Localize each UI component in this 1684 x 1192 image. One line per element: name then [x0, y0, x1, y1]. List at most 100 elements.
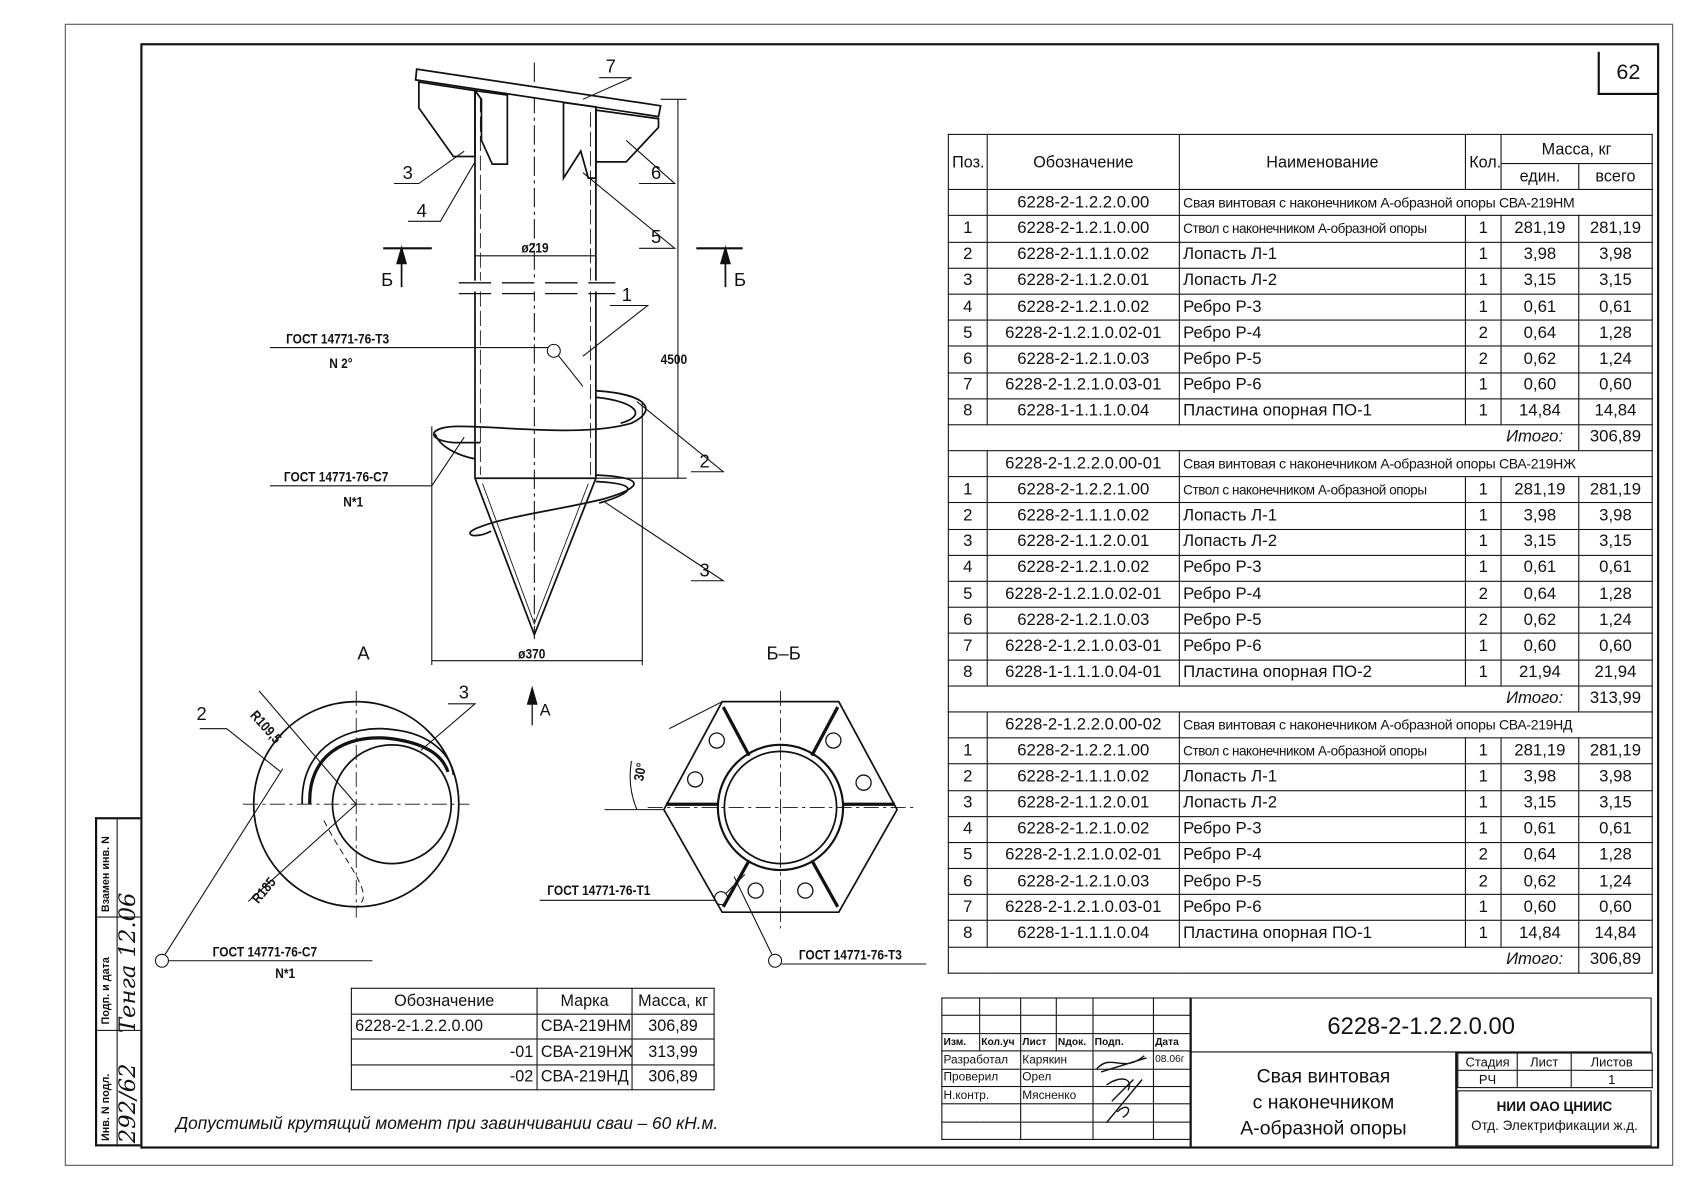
cell-mass-unit: 0,64 — [1500, 841, 1580, 870]
cell-designation: 6228-2-1.1.2.0.01 — [986, 267, 1180, 295]
view-a-callout-3: 3 — [458, 682, 470, 703]
cell-name: Ствол с наконечником А-образной опоры — [1178, 215, 1466, 243]
title-line-3: А-образной опоры — [1240, 1117, 1407, 1139]
cell-pos: 7 — [947, 632, 988, 661]
cell-qty: 1 — [1464, 476, 1502, 504]
cell-pos: 8 — [947, 920, 988, 948]
weld-c7-label: ГОСТ 14771-76-С7 — [283, 468, 389, 485]
cell-mass-total: 0,60 — [1578, 632, 1653, 661]
sheets-value: 1 — [1570, 1069, 1653, 1089]
total-row: Итого:313,99 — [947, 685, 1653, 713]
cell-mass-total: 1,28 — [1578, 580, 1653, 608]
cell-qty: 2 — [1464, 841, 1502, 870]
cell-mass-unit: 0,60 — [1500, 894, 1580, 922]
cell-name: Ребро Р-4 — [1178, 841, 1466, 870]
cell-qty: 1 — [1464, 215, 1502, 243]
cell-mass-total: 1,24 — [1578, 606, 1653, 635]
cell-name: Ребро Р-4 — [1178, 580, 1466, 608]
cell-mass-total: 14,84 — [1578, 920, 1653, 948]
cell-designation: 6228-2-1.2.1.0.02 — [986, 293, 1180, 321]
stamp-header-sheet: Лист — [1020, 1032, 1057, 1052]
cell-mass-total: 281,19 — [1578, 215, 1653, 243]
stamp-header-change: Изм. — [941, 1032, 981, 1052]
cell-qty: 1 — [1464, 789, 1502, 817]
cell-designation: 6228-1-1.1.1.0.04 — [986, 397, 1180, 426]
cell-mass-unit: 3,98 — [1500, 241, 1580, 269]
cell-pos: 7 — [947, 894, 988, 922]
callout-4: 4 — [416, 200, 427, 222]
variant-designation: -01 — [350, 1038, 538, 1065]
header-mass-unit: един. — [1500, 163, 1580, 191]
callout-7: 7 — [605, 56, 616, 77]
group-title: Свая винтовая с наконечником А-образной … — [1178, 189, 1653, 217]
organization: НИИ ОАО ЦНИИС Отд. Электрификации ж.д. — [1457, 1090, 1652, 1147]
cell-name: Лопасть Л-1 — [1178, 763, 1466, 791]
cell-mass-total: 0,60 — [1578, 371, 1653, 400]
document-designation: 6228-2-1.2.2.0.00 — [1189, 997, 1652, 1053]
cell-qty: 1 — [1464, 737, 1502, 765]
role-norm-control: Н.контр. — [941, 1085, 1022, 1105]
cell-designation: 6228-1-1.1.1.0.04-01 — [986, 659, 1180, 687]
cell-designation: 6228-2-1.2.1.0.02-01 — [986, 319, 1180, 347]
variant-mark: СВА-219НЖ — [536, 1038, 633, 1065]
cell-pos: 5 — [947, 580, 988, 608]
org-department: Отд. Электрификации ж.д. — [1471, 1118, 1638, 1134]
cell-pos: 3 — [947, 789, 988, 817]
cell-qty: 1 — [1464, 659, 1502, 687]
cell-pos: 2 — [947, 241, 988, 269]
rib-4 — [473, 89, 509, 165]
cell-name: Ребро Р-3 — [1178, 554, 1466, 582]
variant-mark: СВА-219НД — [536, 1063, 633, 1091]
cell-qty: 2 — [1464, 867, 1502, 896]
cell-name: Лопасть Л-1 — [1178, 241, 1466, 269]
cell-pos: 3 — [947, 528, 988, 556]
blade-2 — [469, 474, 635, 537]
cell-designation: 6228-2-1.2.1.0.02 — [986, 815, 1180, 843]
weld-c7-label-view-a: ГОСТ 14771-76-С7 — [212, 943, 318, 960]
cell-designation: 6228-2-1.2.1.0.03-01 — [986, 632, 1180, 661]
cell-mass-unit: 0,64 — [1500, 319, 1580, 347]
gusset-6 — [595, 109, 660, 163]
name-norm-control: Мясненко — [1020, 1085, 1094, 1105]
cell-pos: 4 — [947, 554, 988, 582]
total-label: Итого: — [947, 685, 1580, 713]
header-name: Наименование — [1178, 133, 1466, 191]
cell-qty: 1 — [1464, 397, 1502, 426]
weld-c7-note-view-a: N*1 — [275, 965, 296, 982]
dim-4500: 4500 — [660, 350, 688, 368]
sheet-value — [1516, 1069, 1572, 1089]
inv-number-label: Инв. N подл. — [100, 1073, 113, 1142]
view-a-title: А — [357, 643, 370, 664]
cell-mass-unit: 3,98 — [1500, 763, 1580, 791]
sheet-header: Лист — [1516, 1052, 1572, 1071]
stamp-header-sign: Подп. — [1092, 1032, 1154, 1052]
gusset-3 — [417, 81, 476, 158]
cell-name: Ребро Р-5 — [1178, 345, 1466, 373]
cell-designation: 6228-2-1.2.1.0.00 — [986, 215, 1180, 243]
weld-t3-label-section: ГОСТ 14771-76-Т3 — [798, 946, 902, 963]
header-qty: Кол. — [1464, 133, 1502, 191]
cell-mass-unit: 0,60 — [1500, 371, 1580, 400]
cell-name: Ствол с наконечником А-образной опоры — [1178, 476, 1466, 504]
cell-name: Ребро Р-6 — [1178, 371, 1466, 400]
cell-pos: 8 — [947, 659, 988, 687]
cell-mass-unit: 21,94 — [1500, 659, 1580, 687]
weld-t1-label: ГОСТ 14771-76-Т1 — [547, 881, 651, 899]
cell-pos: 5 — [947, 841, 988, 870]
cell-mass-total: 3,98 — [1578, 502, 1653, 530]
total-label: Итого: — [947, 424, 1580, 452]
group-designation: 6228-2-1.2.2.0.00-02 — [986, 711, 1180, 739]
callout-2: 2 — [699, 451, 710, 472]
cell-pos: 1 — [947, 737, 988, 765]
